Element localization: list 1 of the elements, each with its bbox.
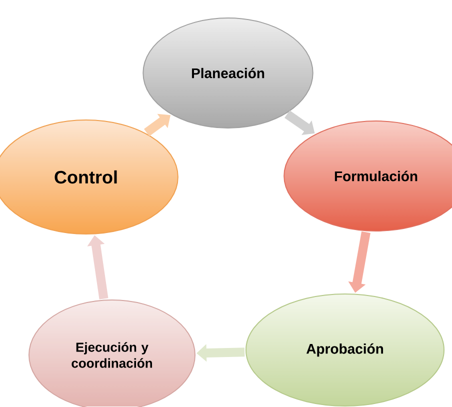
arrow xyxy=(144,114,170,136)
